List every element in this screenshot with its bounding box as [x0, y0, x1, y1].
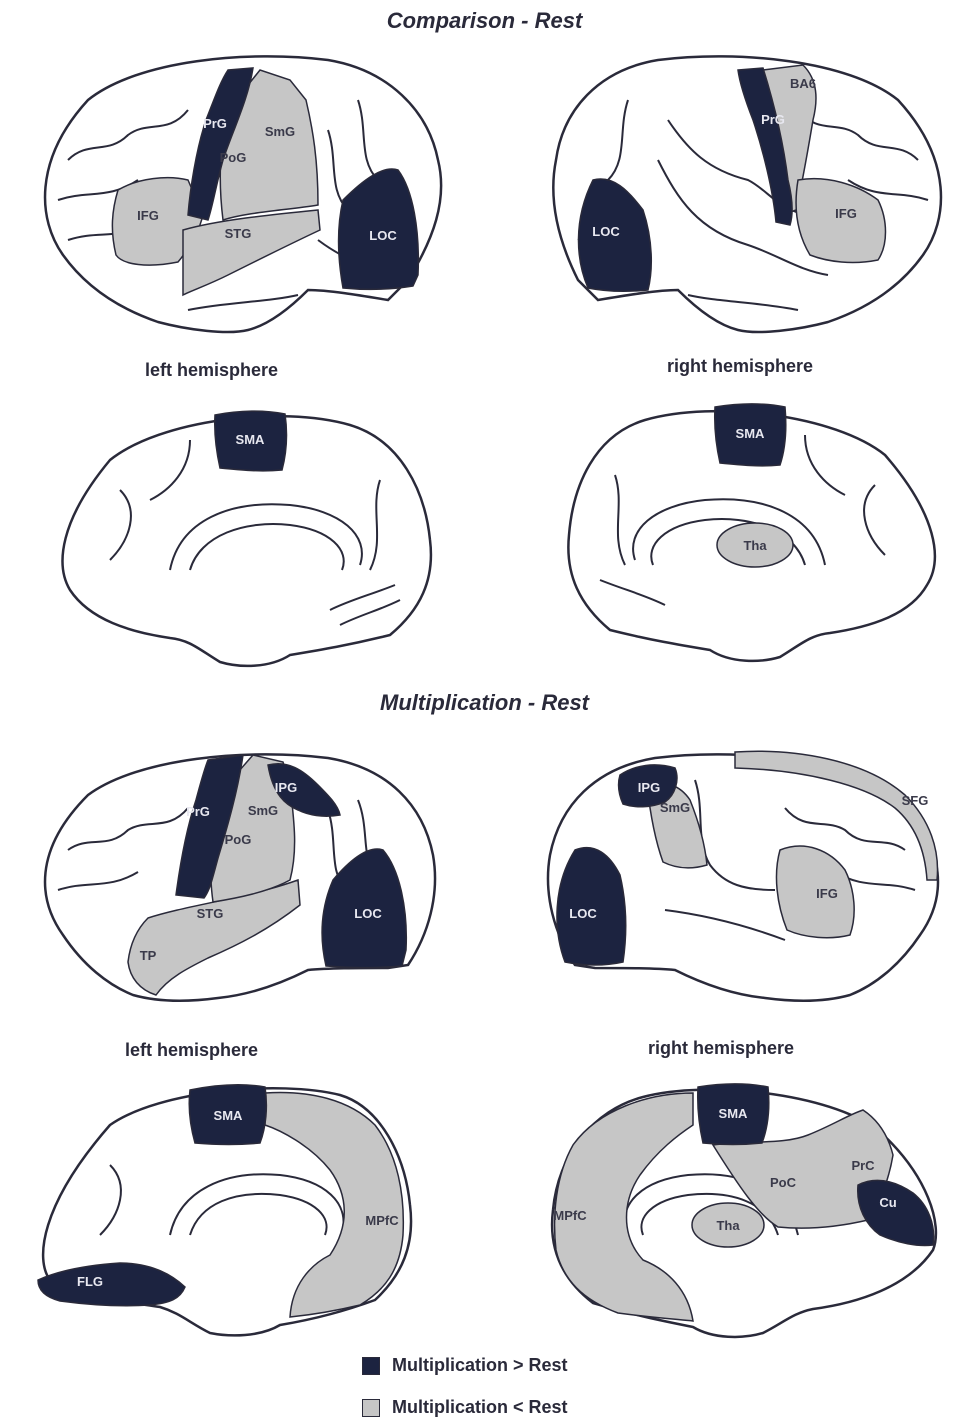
label-prg: PrG: [203, 116, 227, 131]
legend-swatch-light: [362, 1399, 380, 1417]
label-stg: STG: [197, 906, 224, 921]
label-mpfc: MPfC: [365, 1213, 399, 1228]
label-loc: LOC: [354, 906, 382, 921]
legend-item-less: Multiplication < Rest: [362, 1397, 568, 1418]
left-hemisphere-label-1: left hemisphere: [145, 360, 278, 381]
multiplication-medial-right-brain: SMA PoC PrC Cu MPfC Tha: [548, 1075, 943, 1345]
label-ifg: IFG: [816, 886, 838, 901]
multiplication-lateral-left-brain: PrG PoG SmG IPG STG TP LOC: [28, 740, 448, 1020]
label-smg: SmG: [248, 803, 278, 818]
label-tha: Tha: [743, 538, 767, 553]
left-hemisphere-label-2: left hemisphere: [125, 1040, 258, 1061]
comparison-medial-left-brain: SMA: [50, 400, 440, 670]
legend-label-greater: Multiplication > Rest: [392, 1355, 568, 1376]
label-ipg: IPG: [275, 780, 297, 795]
label-prc: PrC: [851, 1158, 875, 1173]
label-tha: Tha: [716, 1218, 740, 1233]
label-stg: STG: [225, 226, 252, 241]
section-title-multiplication: Multiplication - Rest: [0, 690, 969, 716]
label-cu: Cu: [879, 1195, 896, 1210]
label-smg: SmG: [660, 800, 690, 815]
label-ipg: IPG: [638, 780, 660, 795]
label-tp: TP: [140, 948, 157, 963]
label-pog: PoG: [220, 150, 247, 165]
legend-label-less: Multiplication < Rest: [392, 1397, 568, 1418]
label-ifg: IFG: [835, 206, 857, 221]
label-poc: PoC: [770, 1175, 797, 1190]
label-loc: LOC: [369, 228, 397, 243]
multiplication-medial-left-brain: SMA MPfC FLG: [30, 1075, 420, 1340]
label-loc: LOC: [569, 906, 597, 921]
label-mpfc: MPfC: [553, 1208, 587, 1223]
label-pog: PoG: [225, 832, 252, 847]
section-title-comparison: Comparison - Rest: [0, 8, 969, 34]
label-smg: SmG: [265, 124, 295, 139]
label-prg: PrG: [186, 804, 210, 819]
multiplication-lateral-right-brain: IPG SmG SFG IFG LOC: [535, 740, 955, 1020]
label-sma: SMA: [719, 1106, 749, 1121]
label-prg: PrG: [761, 112, 785, 127]
right-hemisphere-label-1: right hemisphere: [667, 356, 813, 377]
label-flg: FLG: [77, 1274, 103, 1289]
label-ifg: IFG: [137, 208, 159, 223]
legend-swatch-dark: [362, 1357, 380, 1375]
label-sfg: SFG: [902, 793, 929, 808]
label-sma: SMA: [214, 1108, 244, 1123]
legend-item-greater: Multiplication > Rest: [362, 1355, 568, 1376]
label-sma: SMA: [736, 426, 766, 441]
right-hemisphere-label-2: right hemisphere: [648, 1038, 794, 1059]
comparison-lateral-left-brain: PrG PoG SmG IFG STG LOC: [28, 40, 458, 340]
comparison-lateral-right-brain: BA6 PrG IFG LOC: [548, 40, 958, 340]
label-ba6: BA6: [790, 76, 816, 91]
label-loc: LOC: [592, 224, 620, 239]
comparison-medial-right-brain: SMA Tha: [565, 395, 945, 670]
label-sma: SMA: [236, 432, 266, 447]
